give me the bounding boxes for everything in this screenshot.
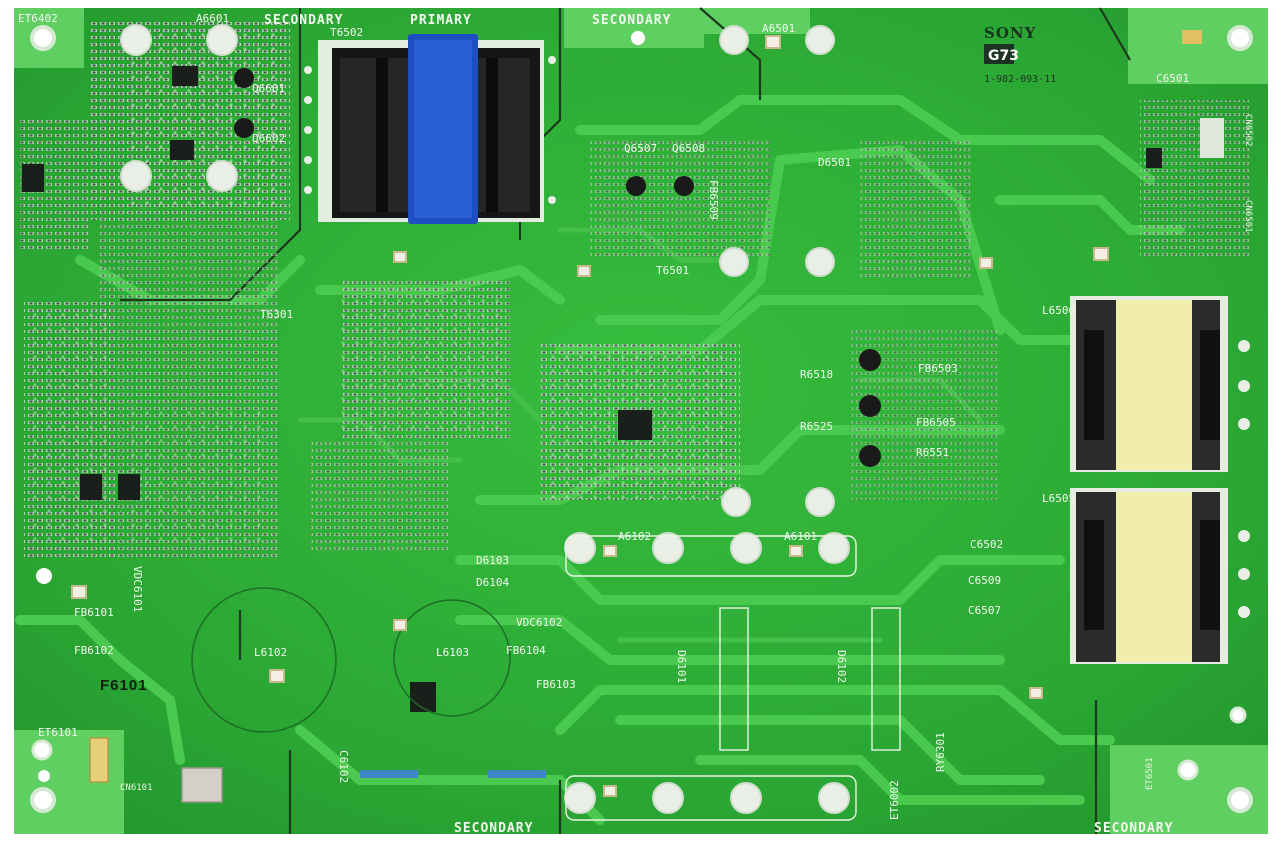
label-ry6301: RY6301 <box>934 732 947 772</box>
label-c6501: C6501 <box>1156 72 1189 85</box>
label-q6507: Q6507 <box>624 142 657 155</box>
label-q6602: Q6602 <box>252 132 285 145</box>
label-fb6104: FB6104 <box>506 644 546 657</box>
led-markers <box>71 35 1109 797</box>
inductor-l6506 <box>1070 296 1228 472</box>
label-cn6501: CN6501 <box>1243 200 1253 233</box>
label-l6103: L6103 <box>436 646 469 659</box>
zone-label-secondary-2: SECONDARY <box>592 13 671 28</box>
label-fb6101: FB6101 <box>74 606 114 619</box>
label-a6102: A6102 <box>618 530 651 543</box>
transistors <box>234 68 881 467</box>
label-fb6102: FB6102 <box>74 644 114 657</box>
zone-label-secondary-1: SECONDARY <box>264 13 343 28</box>
zone-label-secondary-3: SECONDARY <box>454 821 533 836</box>
label-c6509: C6509 <box>968 574 1001 587</box>
connector-cn6101 <box>89 737 223 803</box>
label-d6104: D6104 <box>476 576 509 589</box>
label-fb6103: FB6103 <box>536 678 576 691</box>
silk-outlines <box>360 535 901 821</box>
mounting-holes <box>30 25 1253 813</box>
inductor-l6505 <box>1070 340 1250 664</box>
label-r6551: R6551 <box>916 446 949 459</box>
label-t6501: T6501 <box>656 264 689 277</box>
model-mark <box>984 44 1014 64</box>
label-d6501: D6501 <box>818 156 851 169</box>
label-fb6503: FB6503 <box>918 362 958 375</box>
connector-cn6502 <box>1182 30 1224 158</box>
label-fb6505: FB6505 <box>916 416 956 429</box>
label-cn6101: CN6101 <box>120 783 153 793</box>
part-number: 1-982-093-11 <box>984 74 1056 85</box>
transformer-t6502 <box>304 34 556 224</box>
label-c6102: C6102 <box>337 750 350 783</box>
label-c6502: C6502 <box>970 538 1003 551</box>
label-fb6509: FB6509 <box>707 180 720 220</box>
label-l6505: L6505 <box>1042 492 1075 505</box>
zone-label-primary: PRIMARY <box>410 13 472 28</box>
label-a6601: A6601 <box>196 12 229 25</box>
zone-label-secondary-4: SECONDARY <box>1094 821 1173 836</box>
label-vdc6101: VDC6101 <box>131 566 144 612</box>
label-et6402: ET6402 <box>18 12 58 25</box>
label-et6501: ET6501 <box>1145 757 1155 790</box>
capacitor-footprints <box>120 24 850 814</box>
model-mark-text: G73 <box>988 48 1019 64</box>
label-r6518: R6518 <box>800 368 833 381</box>
label-a6501: A6501 <box>762 22 795 35</box>
label-c6507: C6507 <box>968 604 1001 617</box>
brand-logo: SONY <box>984 24 1036 42</box>
label-l6506: L6506 <box>1042 304 1075 317</box>
label-t6502: T6502 <box>330 26 363 39</box>
label-q6601: Q6601 <box>252 82 285 95</box>
label-d6103: D6103 <box>476 554 509 567</box>
label-vdc6102: VDC6102 <box>516 616 562 629</box>
label-et6002: ET6002 <box>888 780 901 820</box>
label-et6101: ET6101 <box>38 726 78 739</box>
label-d6101: D6101 <box>675 650 688 683</box>
ic-chips <box>22 66 1162 712</box>
label-a6101: A6101 <box>784 530 817 543</box>
label-l6102: L6102 <box>254 646 287 659</box>
label-cn6502: CN6502 <box>1243 114 1253 147</box>
label-t6301: T6301 <box>260 308 293 321</box>
label-d6102: D6102 <box>835 650 848 683</box>
label-q6508: Q6508 <box>672 142 705 155</box>
fuse-label: F6101 <box>100 677 148 694</box>
label-r6525: R6525 <box>800 420 833 433</box>
